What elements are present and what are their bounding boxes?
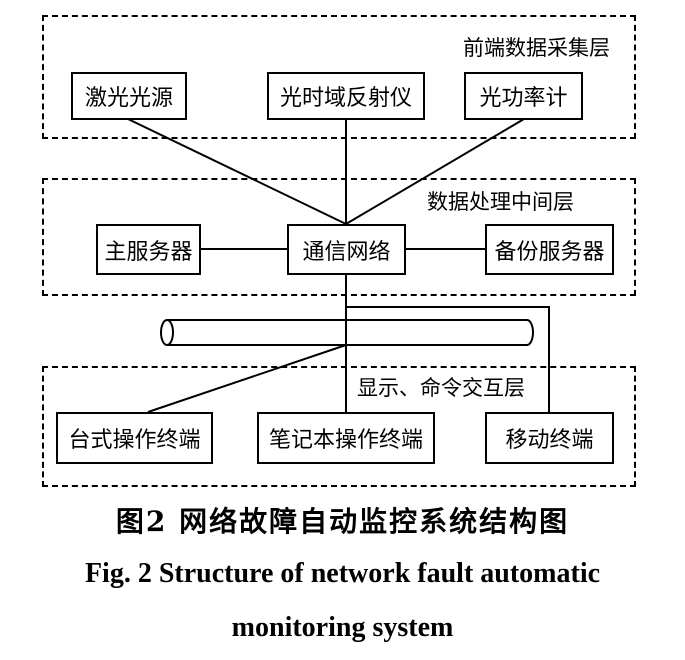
processing-layer [42, 178, 636, 296]
acquisition-layer-label: 前端数据采集层 [463, 32, 610, 62]
acquisition-layer [42, 15, 636, 139]
bus-cylinder [160, 319, 534, 346]
caption-en-line2: monitoring system [231, 612, 454, 643]
laser-source-node: 激光光源 [71, 72, 187, 120]
caption-en-line1: Fig. 2 Structure of network fault automa… [84, 558, 601, 589]
interaction-layer [42, 366, 636, 487]
comm-network-node: 通信网络 [287, 224, 406, 275]
power-meter-node: 光功率计 [464, 72, 583, 120]
mobile-terminal-node: 移动终端 [485, 412, 614, 464]
laptop-terminal-node: 笔记本操作终端 [257, 412, 435, 464]
main-server-node: 主服务器 [96, 224, 201, 275]
caption-zh: 图2 网络故障自动监控系统结构图 [115, 505, 570, 538]
interaction-layer-label: 显示、命令交互层 [357, 372, 525, 402]
link-bus-to-desktop [147, 344, 347, 413]
link-laser-to-network [127, 118, 347, 225]
desktop-terminal-node: 台式操作终端 [56, 412, 213, 464]
processing-layer-label: 数据处理中间层 [427, 186, 574, 216]
backup-server-node: 备份服务器 [485, 224, 614, 275]
otdr-node: 光时域反射仪 [267, 72, 425, 120]
link-network-to-mobile [346, 306, 550, 412]
link-powermeter-to-network [345, 118, 525, 225]
